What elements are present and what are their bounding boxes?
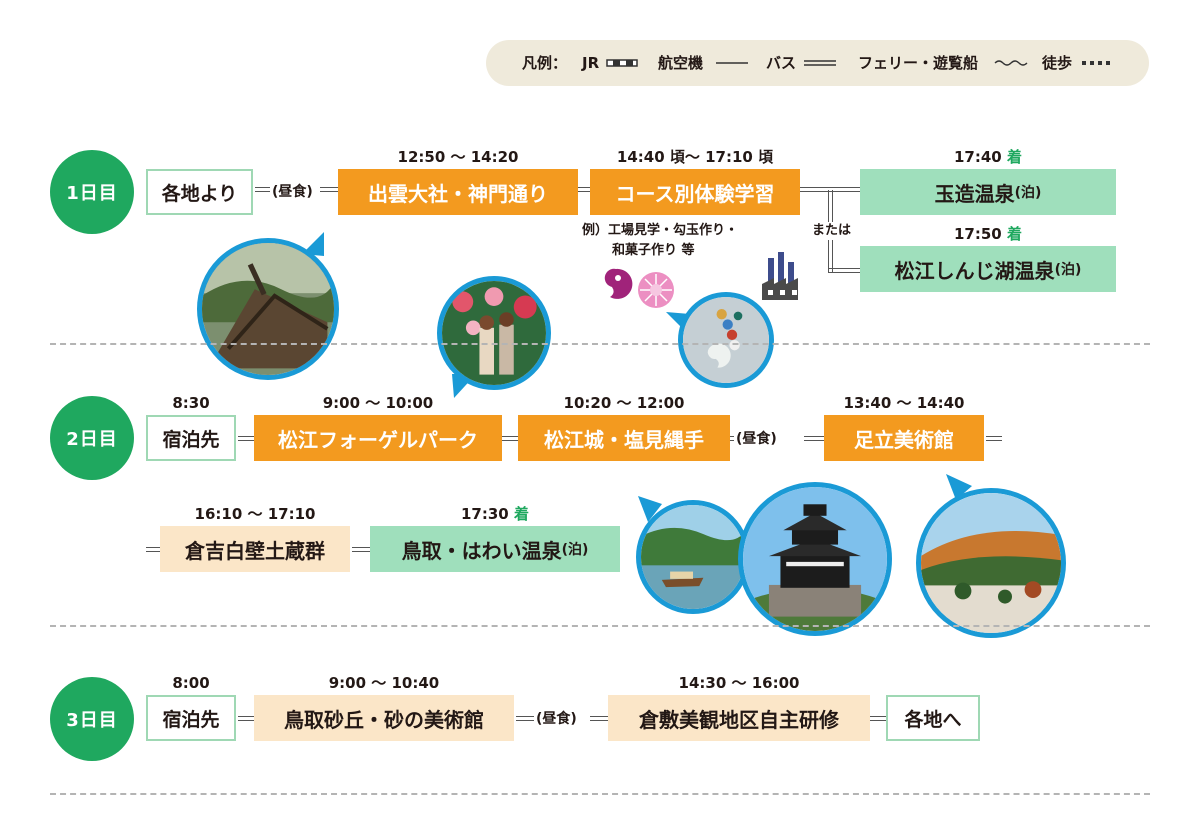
bus-line (238, 716, 254, 721)
izumo-taisha-photo (197, 238, 339, 380)
day2-lodging-time: 17:30 着 (461, 505, 529, 523)
bus-line (578, 187, 590, 192)
legend-label-walk: 徒歩 (1042, 54, 1073, 72)
day2-stop2-time: 10:20 ～ 12:00 (563, 394, 685, 412)
day1-stop2-experience: コース別体験学習 (590, 169, 800, 215)
bus-line (146, 547, 160, 552)
bus-line (730, 436, 734, 441)
dotted-line-icon (1082, 61, 1110, 65)
jr-line-icon (606, 59, 638, 67)
horikawa-boat-photo (636, 500, 750, 614)
day2-start-time: 8:30 (172, 394, 210, 412)
day1-start-box: 各地より (146, 169, 253, 215)
factory-icon (762, 252, 798, 300)
day1-note-line2: 和菓子作り 等 (612, 243, 695, 258)
day2-lodging-hawai-onsen: 鳥取・はわい温泉(泊) (370, 526, 620, 572)
day1-lodging-matsue-shinjiko: 松江しんじ湖温泉(泊) (860, 246, 1116, 292)
legend-label-ferry: フェリー・遊覧船 (858, 54, 979, 72)
day3-stop2-kurashiki: 倉敷美観地区自主研修 (608, 695, 870, 741)
day3-stop1-time: 9:00 ～ 10:40 (328, 674, 440, 692)
divider (50, 793, 1150, 795)
day1-lunch: (昼食) (272, 184, 313, 200)
day3-start-box: 宿泊先 (146, 695, 236, 741)
vogel-park-photo (437, 276, 551, 390)
adachi-garden-photo (916, 488, 1066, 638)
single-line-icon (716, 62, 748, 64)
legend-title: 凡例： (522, 54, 568, 72)
day1-lodging1-time: 17:40 着 (954, 148, 1022, 166)
divider (50, 625, 1150, 627)
bus-line (870, 716, 886, 721)
day1-note-line1: 例）工場見学・勾玉作り・ (582, 223, 739, 238)
day2-lunch: (昼食) (736, 431, 777, 447)
day1-lodging2-time: 17:50 着 (954, 225, 1022, 243)
legend-label-jr: JR (582, 54, 600, 72)
day2-start-box: 宿泊先 (146, 415, 236, 461)
wagashi-icon (638, 272, 674, 308)
legend: 凡例： JR 航空機 バス フェリー・遊覧船 徒歩 (486, 40, 1149, 86)
day2-stop3-adachi-museum: 足立美術館 (824, 415, 984, 461)
day1-stop2-time: 14:40 頃～ 17:10 頃 (616, 148, 774, 166)
day2-stop4-kurayoshi: 倉吉白壁土蔵群 (160, 526, 350, 572)
legend-label-airplane: 航空機 (658, 54, 704, 72)
bus-line (352, 547, 370, 552)
bus-line (986, 436, 1002, 441)
matsue-castle-photo (738, 482, 892, 636)
bus-line (255, 187, 270, 192)
day2-stop2-matsue-castle: 松江城・塩見縄手 (518, 415, 730, 461)
photo-pointer (638, 496, 662, 522)
day3-start-time: 8:00 (172, 674, 210, 692)
double-line-icon (804, 60, 836, 66)
day2-stop4-time: 16:10 ～ 17:10 (194, 505, 316, 523)
day2-stop1-vogel-park: 松江フォーゲルパーク (254, 415, 502, 461)
bus-line (800, 187, 860, 192)
magatama-icon (604, 268, 633, 299)
day1-lodging-tamatsukuri: 玉造温泉(泊) (860, 169, 1116, 215)
bus-line (828, 268, 860, 273)
day3-stop1-tottori-dunes: 鳥取砂丘・砂の美術館 (254, 695, 514, 741)
bus-line (590, 716, 608, 721)
bus-line (804, 436, 824, 441)
bus-line (320, 187, 338, 192)
magatama-making-photo (678, 292, 774, 388)
day3-stop2-time: 14:30 ～ 16:00 (678, 674, 800, 692)
day3-lunch: (昼食) (536, 711, 577, 727)
wavy-line-icon (994, 60, 1028, 66)
day-2-circle: 2日目 (50, 396, 134, 480)
legend-label-bus: バス (766, 54, 797, 72)
bus-line (516, 716, 534, 721)
day2-stop1-time: 9:00 ～ 10:00 (322, 394, 434, 412)
divider (50, 343, 1150, 345)
day1-alt-word: または (810, 222, 854, 240)
day1-stop1-time: 12:50 ～ 14:20 (397, 148, 519, 166)
day1-stop1-izumo-taisha: 出雲大社・神門通り (338, 169, 578, 215)
photo-pointer (946, 474, 972, 500)
bus-line (502, 436, 518, 441)
bus-line (238, 436, 254, 441)
day-3-circle: 3日目 (50, 677, 134, 761)
day3-end-box: 各地へ (886, 695, 980, 741)
day2-stop3-time: 13:40 ～ 14:40 (843, 394, 965, 412)
day-1-circle: 1日目 (50, 150, 134, 234)
